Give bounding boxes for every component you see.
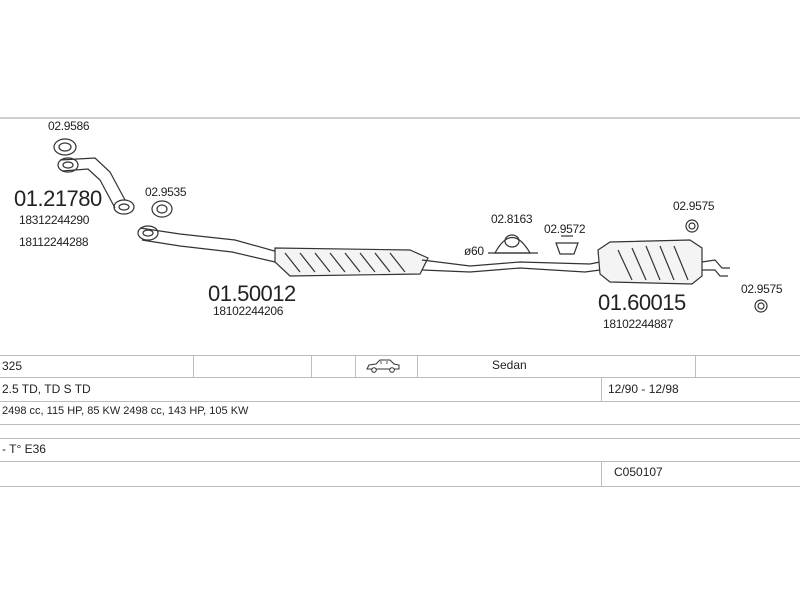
rear-silencer-code: 01.60015	[598, 290, 686, 315]
body-type-cell: Sedan	[492, 358, 527, 372]
table-divider-5	[695, 355, 696, 377]
gasket-mid-code: 02.9535	[145, 185, 187, 199]
middle-silencer-code: 01.50012	[208, 281, 296, 306]
ring-top-code: 02.9575	[673, 199, 715, 213]
table-rule-6	[0, 461, 800, 462]
gasket-front-ring	[53, 138, 77, 156]
bracket-2-code: 02.9572	[544, 222, 586, 236]
front-pipe-shape	[57, 157, 135, 215]
ring-right-shape	[754, 299, 768, 313]
table-divider-6	[601, 377, 602, 401]
catalog-code-cell: C050107	[614, 465, 663, 479]
table-divider-1	[193, 355, 194, 377]
middle-silencer-shape	[137, 225, 601, 277]
front-pipe-oe-1: 18312244290	[19, 213, 90, 227]
gasket-mid-ring	[151, 200, 173, 218]
table-rule-1	[0, 355, 800, 356]
pipe-diameter: ø60	[464, 244, 484, 258]
table-divider-3	[355, 355, 356, 377]
table-divider-2	[311, 355, 312, 377]
table-rule-2	[0, 377, 800, 378]
rear-silencer-shape	[597, 239, 730, 285]
table-rule-4	[0, 424, 800, 425]
chassis-cell: - T° E36	[2, 442, 46, 456]
rear-silencer-oe: 18102244887	[603, 317, 674, 331]
specs-cell: 2498 cc, 115 HP, 85 KW 2498 cc, 143 HP, …	[2, 405, 249, 417]
bracket-1-shape	[488, 234, 538, 254]
table-rule-5	[0, 438, 800, 439]
top-rule	[0, 117, 800, 119]
table-rule-3	[0, 401, 800, 402]
front-pipe-code: 01.21780	[14, 186, 102, 211]
table-divider-4	[417, 355, 418, 377]
front-pipe-oe-2: 18112244288	[19, 235, 89, 249]
middle-silencer-oe: 18102244206	[213, 304, 284, 318]
table-divider-7	[601, 461, 602, 486]
table-rule-7	[0, 486, 800, 487]
engine-cell: 2.5 TD, TD S TD	[2, 382, 91, 396]
bracket-1-code: 02.8163	[491, 212, 533, 226]
bracket-2-shape	[555, 235, 579, 255]
gasket-front-code: 02.9586	[48, 119, 90, 133]
model-cell: 325	[2, 359, 23, 373]
sedan-car-icon	[366, 359, 400, 373]
years-cell: 12/90 - 12/98	[608, 382, 679, 396]
ring-top-shape	[685, 219, 699, 233]
ring-right-code: 02.9575	[741, 282, 783, 296]
